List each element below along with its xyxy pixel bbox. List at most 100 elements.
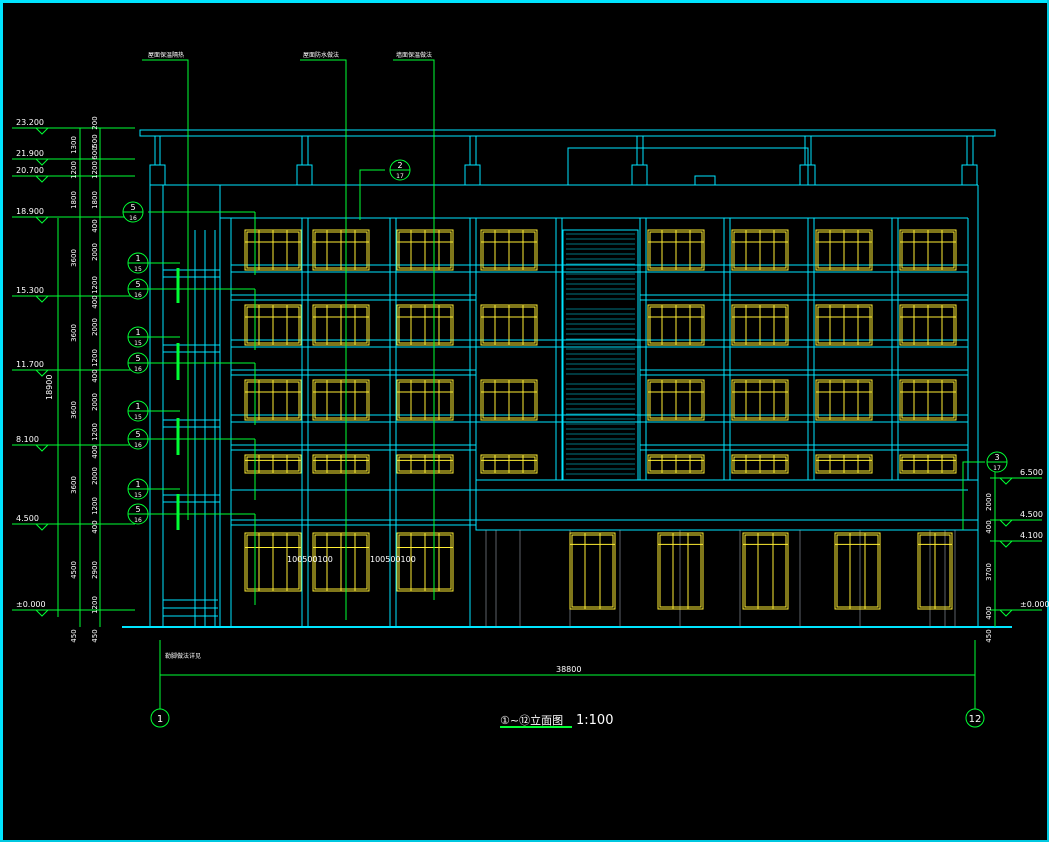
callout-top: 1	[135, 480, 140, 489]
level-marker: 8.100	[12, 435, 135, 452]
dim-label-inner: 400	[91, 369, 99, 382]
level-marker: 15.300	[12, 286, 135, 303]
callout-bottom: 16	[134, 366, 142, 373]
podium-block	[475, 479, 979, 627]
window-dim-label: 100500100	[287, 555, 333, 564]
dim-label-inner: 2000	[91, 318, 99, 336]
dim-label-inner: 450	[91, 629, 99, 642]
level-label: 8.100	[16, 435, 39, 444]
callout-top: 1	[135, 254, 140, 263]
callout-bottom: 17	[993, 465, 1001, 472]
dim-label-outer: 1300	[70, 136, 78, 154]
window	[647, 229, 705, 271]
level-marker-right: 4.500	[990, 510, 1043, 527]
window-dim-label: 100500100	[370, 555, 416, 564]
window	[312, 304, 370, 346]
window	[657, 532, 704, 610]
window	[731, 229, 789, 271]
level-label: 23.200	[16, 118, 44, 127]
detail-callout[interactable]: 317	[986, 451, 1008, 473]
podium-canopy	[475, 479, 979, 531]
roof-stair-house	[567, 147, 809, 185]
detail-callout[interactable]: 516	[127, 503, 149, 525]
callout-top: 1	[135, 402, 140, 411]
window	[815, 454, 873, 474]
callout-bottom: 15	[134, 266, 142, 273]
axis-bubble[interactable]: 12	[965, 708, 985, 728]
window	[815, 304, 873, 346]
callout-top: 5	[135, 280, 140, 289]
window	[396, 379, 454, 421]
window	[480, 454, 538, 474]
window	[731, 454, 789, 474]
dim-label-inner: 500	[91, 134, 99, 147]
title-main: ①~⑫立面图	[500, 713, 563, 727]
level-label: 18.900	[16, 207, 44, 216]
window	[312, 379, 370, 421]
window-frame-bottom	[0, 840, 1049, 842]
dim-label-inner: 400	[91, 445, 99, 458]
callout-bottom: 16	[134, 292, 142, 299]
dim-label-inner: 2000	[91, 243, 99, 261]
window	[312, 532, 370, 592]
window	[917, 532, 953, 610]
window	[899, 229, 957, 271]
window	[396, 304, 454, 346]
window	[396, 532, 454, 592]
leader-line-3	[393, 59, 435, 600]
window	[244, 532, 302, 592]
detail-callout[interactable]: 115	[127, 400, 149, 422]
callout-top: 1	[135, 328, 140, 337]
dim-label-inner: 400	[91, 520, 99, 533]
dim-label-inner: 2000	[91, 393, 99, 411]
window	[815, 229, 873, 271]
level-label: 4.500	[16, 514, 39, 523]
dim-label-inner: 400	[91, 295, 99, 308]
callout-leader	[962, 461, 985, 530]
detail-callout[interactable]: 516	[122, 201, 144, 223]
callout-top: 5	[135, 354, 140, 363]
leader-line-2	[300, 59, 347, 620]
detail-callout[interactable]: 115	[127, 252, 149, 274]
detail-callout[interactable]: 115	[127, 478, 149, 500]
detail-callout[interactable]: 516	[127, 428, 149, 450]
dim-label-outer: 3600	[70, 324, 78, 342]
callout-leader	[359, 169, 385, 220]
stair-louvre	[562, 229, 639, 481]
windows-group	[244, 229, 957, 610]
detail-callout[interactable]: 115	[127, 326, 149, 348]
dim-label-inner: 2000	[91, 467, 99, 485]
title-scale: 1:100	[576, 713, 613, 728]
dim-label-right: 400	[985, 606, 993, 619]
dim-label-inner: 1200	[91, 349, 99, 367]
detail-callout[interactable]: 217	[389, 159, 411, 181]
dim-label-inner: 600	[91, 146, 99, 159]
axis-label: 12	[969, 714, 982, 725]
window-frame-left	[0, 0, 3, 842]
level-label-right: 4.500	[1020, 510, 1043, 519]
level-label: 20.700	[16, 166, 44, 175]
dim-label-inner: 1200	[91, 423, 99, 441]
window	[647, 304, 705, 346]
leader-label-1: 屋面保温隔热	[148, 51, 184, 59]
window	[244, 304, 302, 346]
level-marker: 20.700	[12, 166, 135, 183]
level-label-right: 4.100	[1020, 531, 1043, 540]
axis-bubble[interactable]: 1	[150, 708, 170, 728]
level-marker-right: ±0.000	[990, 600, 1049, 617]
callout-bottom: 15	[134, 414, 142, 421]
window	[899, 304, 957, 346]
post-base	[296, 164, 313, 186]
detail-callout[interactable]: 516	[127, 352, 149, 374]
dim-label-outer: 4500	[70, 561, 78, 579]
window	[480, 229, 538, 271]
dim-label-inner: 1200	[91, 497, 99, 515]
dim-label-outer: 3600	[70, 401, 78, 419]
detail-callout[interactable]: 516	[127, 278, 149, 300]
dim-label-outer: 3600	[70, 476, 78, 494]
dim-label-outer: 1800	[70, 191, 78, 209]
level-label: ±0.000	[16, 600, 46, 609]
window	[569, 532, 616, 610]
building-elevation	[122, 129, 1012, 628]
